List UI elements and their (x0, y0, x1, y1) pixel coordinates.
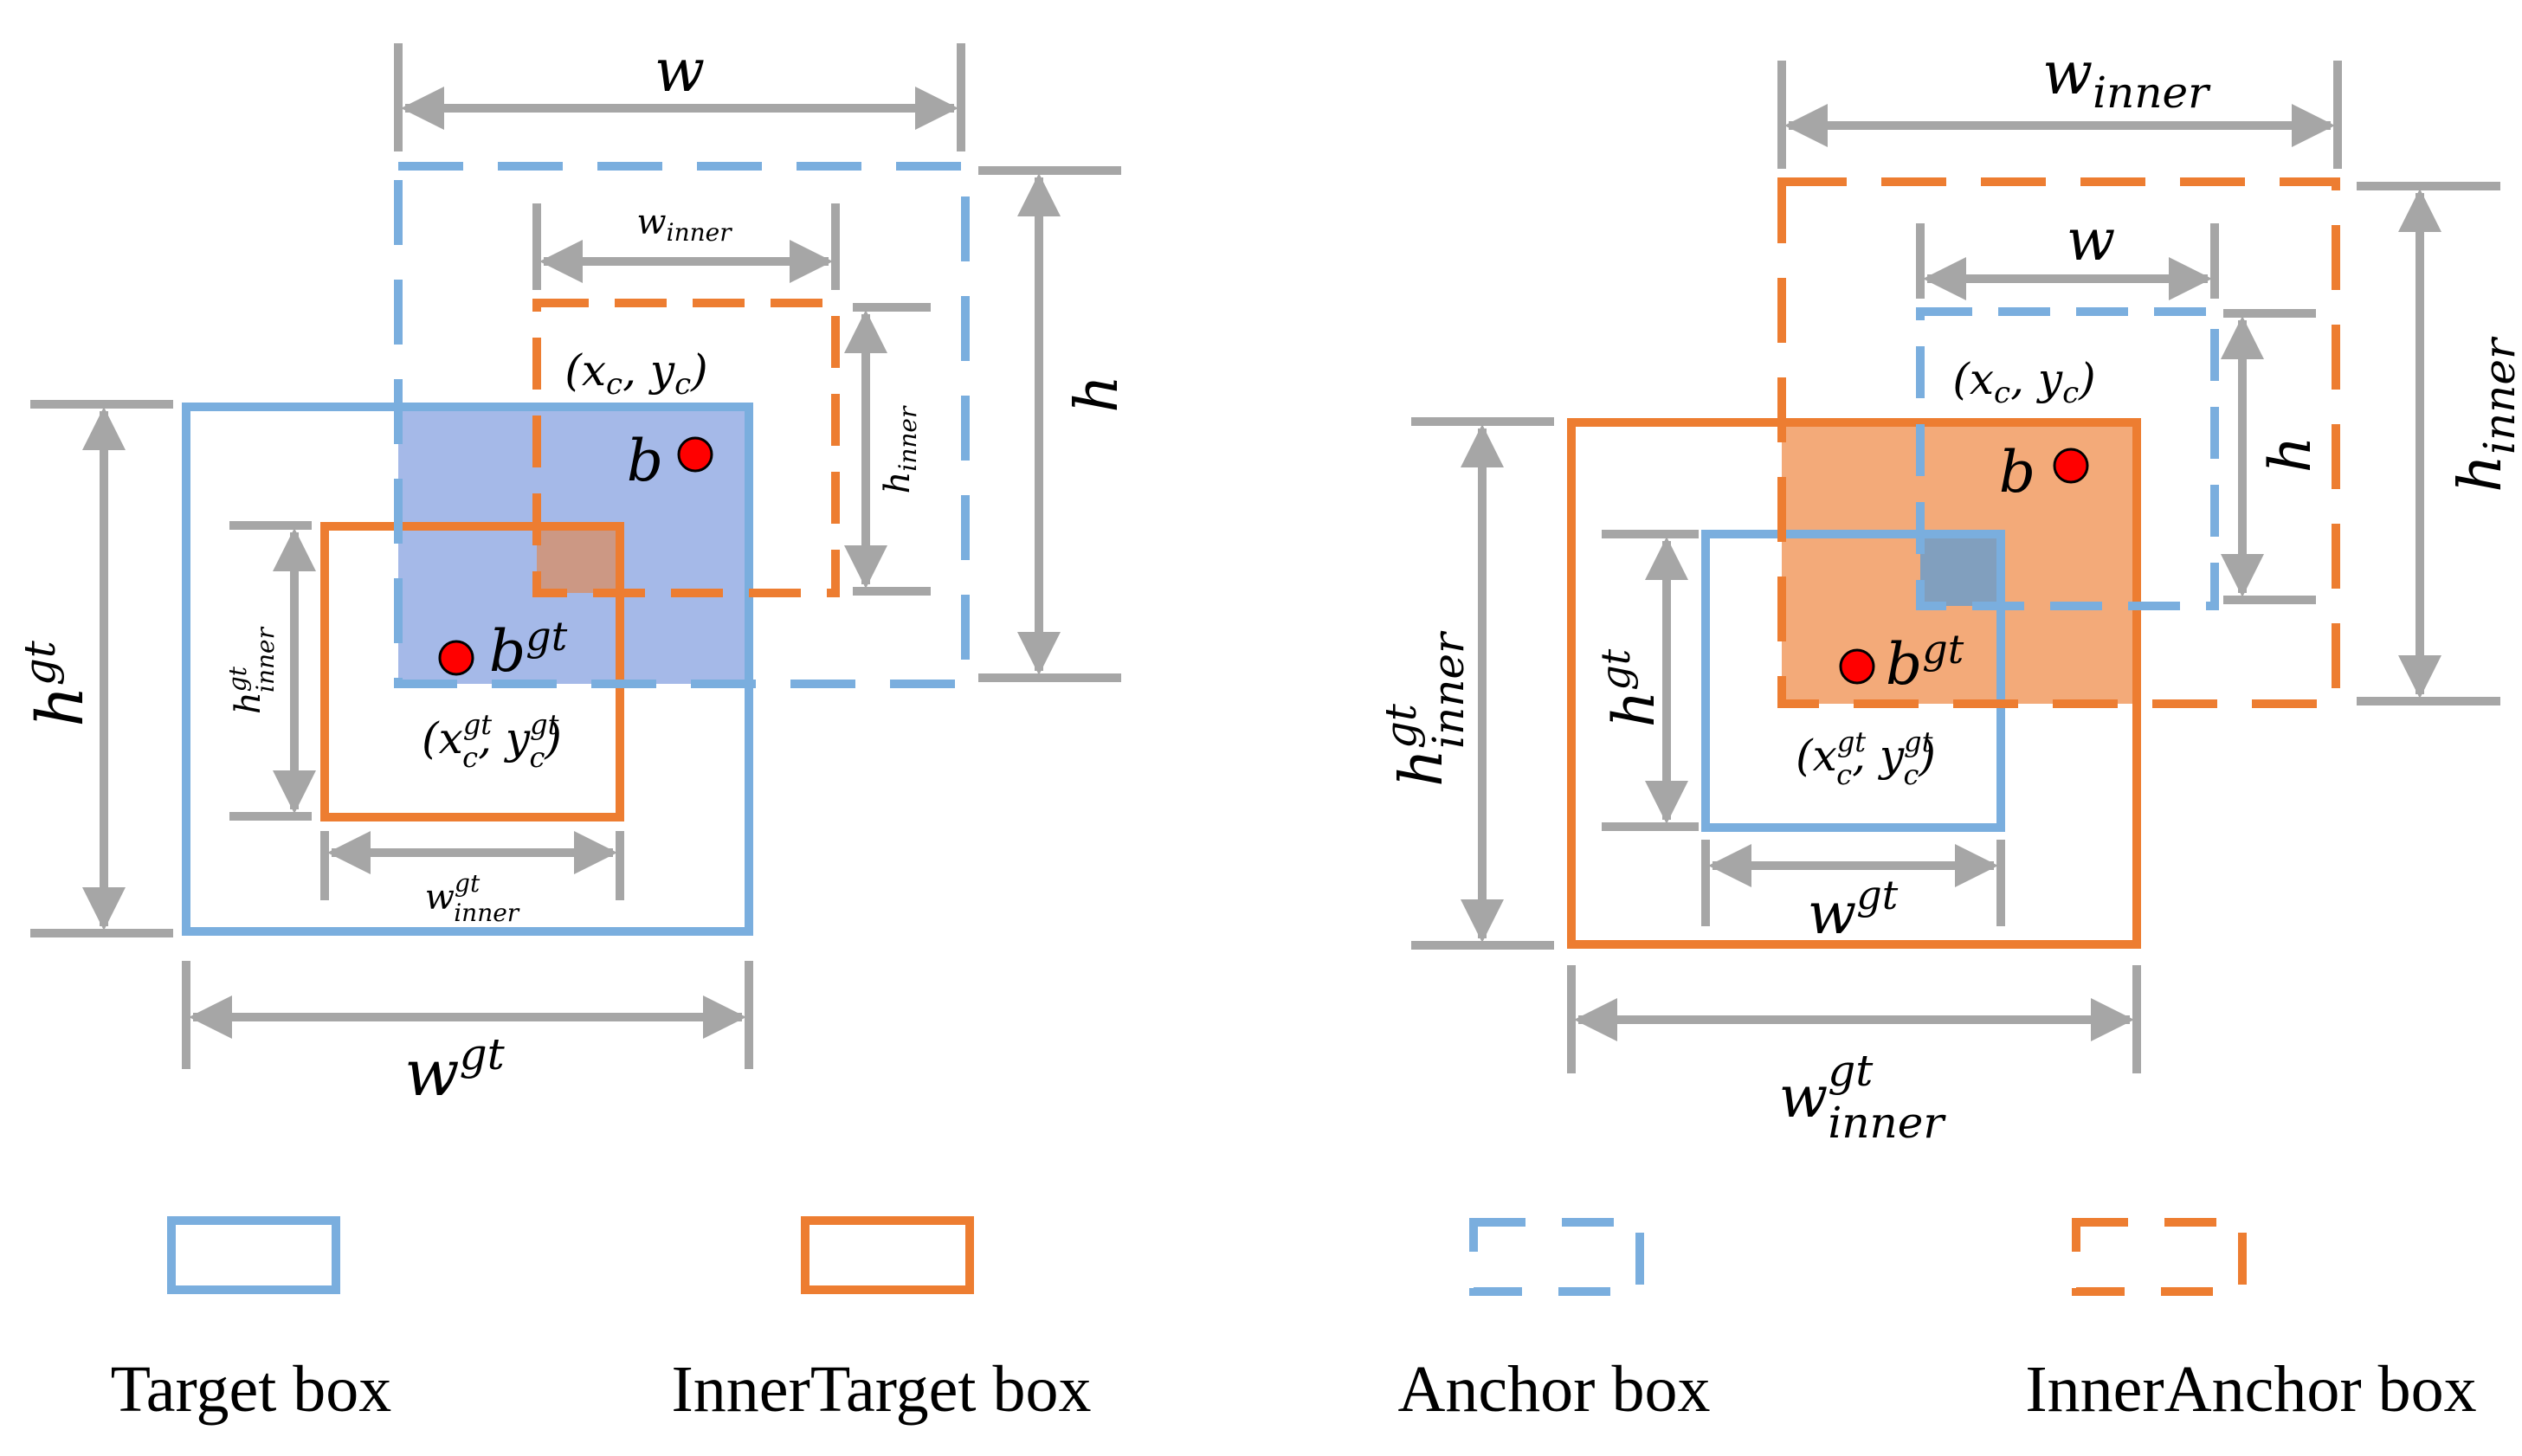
right-hgt-inner-dimension (1411, 417, 1554, 950)
right-b-label: b (1999, 439, 2035, 506)
legend-inner-target-label: InnerTarget box (672, 1353, 1092, 1426)
left-center-label: (xc, yc) (564, 345, 707, 402)
left-b-label: b (627, 428, 663, 494)
left-h-inner-label: hinner (878, 405, 922, 493)
left-w-label: w (655, 37, 705, 106)
legend-anchor-swatch (1469, 1218, 1644, 1296)
right-inner-target-box (1701, 530, 2005, 832)
left-bgt-point (438, 640, 474, 676)
right-h-inner-label: hinner (2447, 336, 2522, 493)
left-anchor-box (394, 162, 970, 688)
right-inner-overlap-fill (1920, 534, 2001, 606)
right-hgt-dimension (1602, 530, 1699, 831)
left-h-dimension (978, 166, 1121, 682)
right-bgt-point (1839, 648, 1875, 685)
right-w-label: w (2067, 207, 2116, 274)
left-inner-overlap-fill (537, 526, 620, 593)
right-h-label: h (2257, 436, 2324, 474)
right-b-point (2053, 448, 2089, 484)
legend-inner-anchor-label: InnerAnchor box (2025, 1353, 2476, 1426)
right-bgt-label: bgt (1886, 626, 1964, 698)
left-h-label: h (1063, 375, 1132, 413)
left-h-inner-dimension (844, 303, 931, 596)
right-h-inner-dimension (2357, 182, 2500, 705)
legend-target-swatch (167, 1216, 340, 1294)
right-h-dimension (2221, 309, 2316, 604)
left-inner-target-box (320, 522, 624, 821)
right-center-label: (xc, yc) (1952, 354, 2095, 410)
legend-anchor-label: Anchor box (1398, 1353, 1711, 1426)
legend-target-label: Target box (111, 1353, 392, 1426)
left-hgt-inner-dimension (229, 521, 316, 821)
left-wgt-dimension (182, 961, 753, 1069)
left-hgt-dimension (30, 400, 173, 937)
right-panel: winner hinner w h hgtinner (1376, 40, 2522, 1148)
left-w-inner-label: winner (636, 203, 732, 247)
legend-inner-target-swatch (801, 1216, 974, 1294)
left-wgt-label: wgt (404, 1029, 505, 1111)
left-panel: w h winner hinner hgt (15, 37, 1132, 1111)
right-wgt-inner-dimension (1567, 965, 2141, 1073)
right-target-box (1567, 418, 2141, 949)
left-inner-anchor-box (532, 299, 840, 597)
left-b-point (677, 436, 713, 473)
left-hgt-label: hgt (15, 640, 98, 727)
right-w-inner-dimension (1777, 61, 2342, 169)
legend-inner-anchor-swatch (2072, 1218, 2247, 1296)
left-w-inner-dimension (532, 203, 840, 290)
left-w-dimension (394, 43, 965, 151)
right-hgt-inner-label: hgtinner (1376, 630, 1474, 787)
right-wgt-label: wgt (1808, 872, 1899, 947)
right-inner-anchor-box (1916, 307, 2219, 610)
right-wgt-dimension (1701, 840, 2005, 926)
left-target-box (182, 403, 753, 936)
right-w-dimension (1916, 223, 2219, 300)
left-wgt-inner-dimension (320, 831, 624, 900)
legend: Target box InnerTarget box Anchor box In… (111, 1216, 2477, 1426)
right-anchor-box (1777, 177, 2340, 708)
right-hgt-label: hgt (1592, 648, 1667, 727)
right-w-inner-label: winner (2042, 40, 2211, 118)
left-bgt-label: bgt (489, 613, 568, 685)
left-hgt-inner-label: hgtinner (223, 626, 280, 714)
